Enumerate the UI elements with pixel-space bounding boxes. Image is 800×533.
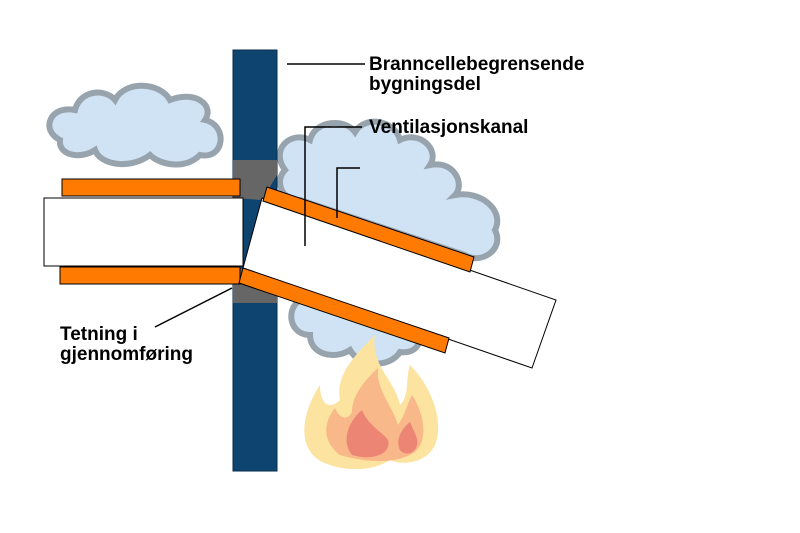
duct-insulation-left-bottom — [59, 266, 241, 285]
duct-insulation-left-top — [61, 178, 241, 197]
fire-flames — [304, 335, 439, 470]
duct-insulation-right-bottom — [238, 267, 450, 354]
leader-lines — [154, 63, 365, 328]
smoke-cloud-left — [46, 82, 224, 168]
duct-label: Ventilasjonskanal — [369, 117, 529, 138]
duct-left — [43, 197, 244, 267]
seal-label: Tetning i gjennomføring — [60, 325, 193, 365]
seal-label-line1: Tetning i — [60, 324, 138, 345]
wall-label: Branncellebegrensende bygningsdel — [369, 55, 584, 95]
wall-label-line2: bygningsdel — [369, 74, 481, 95]
seal-label-line2: gjennomføring — [60, 344, 193, 365]
duct-insulation-right-top — [262, 186, 475, 273]
wall-label-line1: Branncellebegrensende — [369, 54, 585, 75]
